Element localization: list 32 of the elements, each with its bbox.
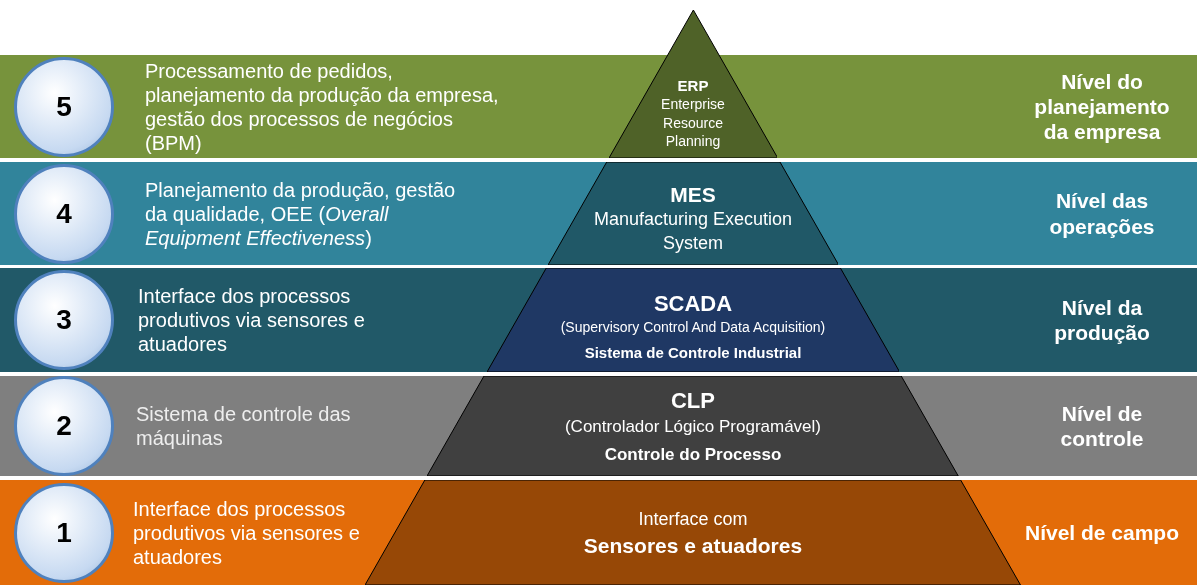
number-circle: 2 bbox=[14, 376, 114, 476]
level-name: Nível de campo bbox=[1023, 519, 1181, 546]
level-name: Nível da produção bbox=[1053, 294, 1151, 346]
segment-subtitle: Enterprise Resource Planning bbox=[660, 95, 726, 150]
level-description: Sistema de controle das máquinas bbox=[136, 402, 352, 451]
segment-subtitle: (Controlador Lógico Programável) bbox=[564, 415, 821, 438]
number-circle: 1 bbox=[14, 482, 114, 583]
segment-title: CLP bbox=[671, 387, 715, 416]
level-band bbox=[0, 268, 1197, 372]
number-circle: 5 bbox=[14, 56, 114, 157]
level-name: Nível das operações bbox=[1048, 188, 1156, 240]
number-circle: 4 bbox=[14, 163, 114, 264]
level-description: Processamento de pedidos, planejamento da produção da empresa, gestão dos processos de negócios (BPM) bbox=[145, 58, 500, 156]
segment-subtitle: (Supervisory Control And Data Acquisition) bbox=[560, 318, 826, 337]
level-description: Planejamento da produção, gestão da qualidade, OEE (Overall Equipment Effectiveness) bbox=[145, 177, 457, 251]
level-band bbox=[0, 162, 1197, 265]
segment-title: MES bbox=[670, 181, 716, 208]
level-band bbox=[0, 55, 1197, 158]
segment-title: SCADA bbox=[653, 289, 733, 318]
segment-caption: Controle do Processo bbox=[604, 443, 782, 466]
level-name: Nível do planejamento da empresa bbox=[1033, 68, 1171, 146]
segment-title: Interface com bbox=[638, 508, 748, 532]
segment-title: ERP bbox=[677, 75, 709, 96]
segment-subtitle: Manufacturing Execution System bbox=[593, 208, 793, 255]
level-description: Interface dos processos produtivos via sensores e atuadores bbox=[138, 284, 366, 357]
segment-subtitle: Sensores e atuadores bbox=[583, 532, 803, 559]
level-description: Interface dos processos produtivos via sensores e atuadores bbox=[133, 496, 361, 570]
level-name: Nível de controle bbox=[1059, 400, 1145, 452]
number-circle: 3 bbox=[14, 270, 114, 370]
segment-caption: Sistema de Controle Industrial bbox=[584, 342, 802, 362]
level-band bbox=[0, 376, 1197, 476]
level-band bbox=[0, 480, 1197, 585]
